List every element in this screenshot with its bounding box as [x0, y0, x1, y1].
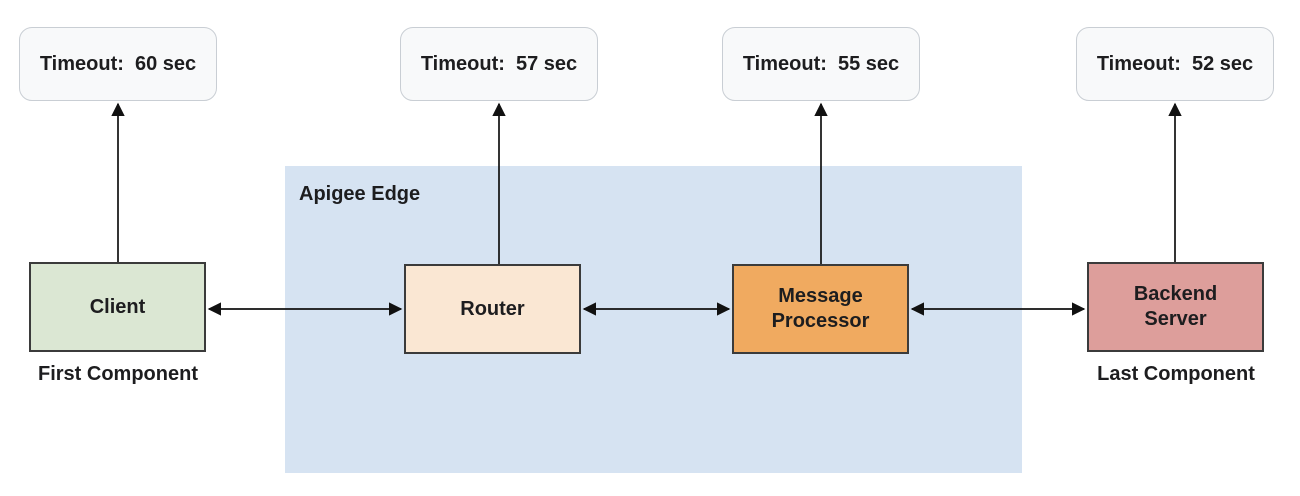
last-component-label: Last Component: [1097, 363, 1255, 385]
client-timeout-box: Timeout: 60 sec: [19, 27, 217, 101]
backend-server-box: Backend Server: [1087, 262, 1264, 352]
message-processor-timeout-text: Timeout: 55 sec: [742, 52, 900, 75]
router-label: Router: [460, 297, 525, 320]
router-box: Router: [404, 264, 581, 354]
apigee-edge-label: Apigee Edge: [299, 183, 421, 205]
message-processor-box: Message Processor: [732, 264, 909, 354]
client-label: Client: [89, 295, 146, 318]
backend-server-timeout-box: Timeout: 52 sec: [1076, 27, 1274, 101]
router-timeout-text: Timeout: 57 sec: [420, 52, 578, 75]
backend-server-timeout-text: Timeout: 52 sec: [1096, 52, 1254, 75]
backend-server-label: Backend Server: [1133, 283, 1218, 330]
message-processor-label: Message Processor: [771, 285, 870, 332]
client-timeout-text: Timeout: 60 sec: [39, 52, 197, 75]
client-box: Client: [29, 262, 206, 352]
router-timeout-box: Timeout: 57 sec: [400, 27, 598, 101]
first-component-label: First Component: [38, 363, 198, 385]
message-processor-timeout-box: Timeout: 55 sec: [722, 27, 920, 101]
